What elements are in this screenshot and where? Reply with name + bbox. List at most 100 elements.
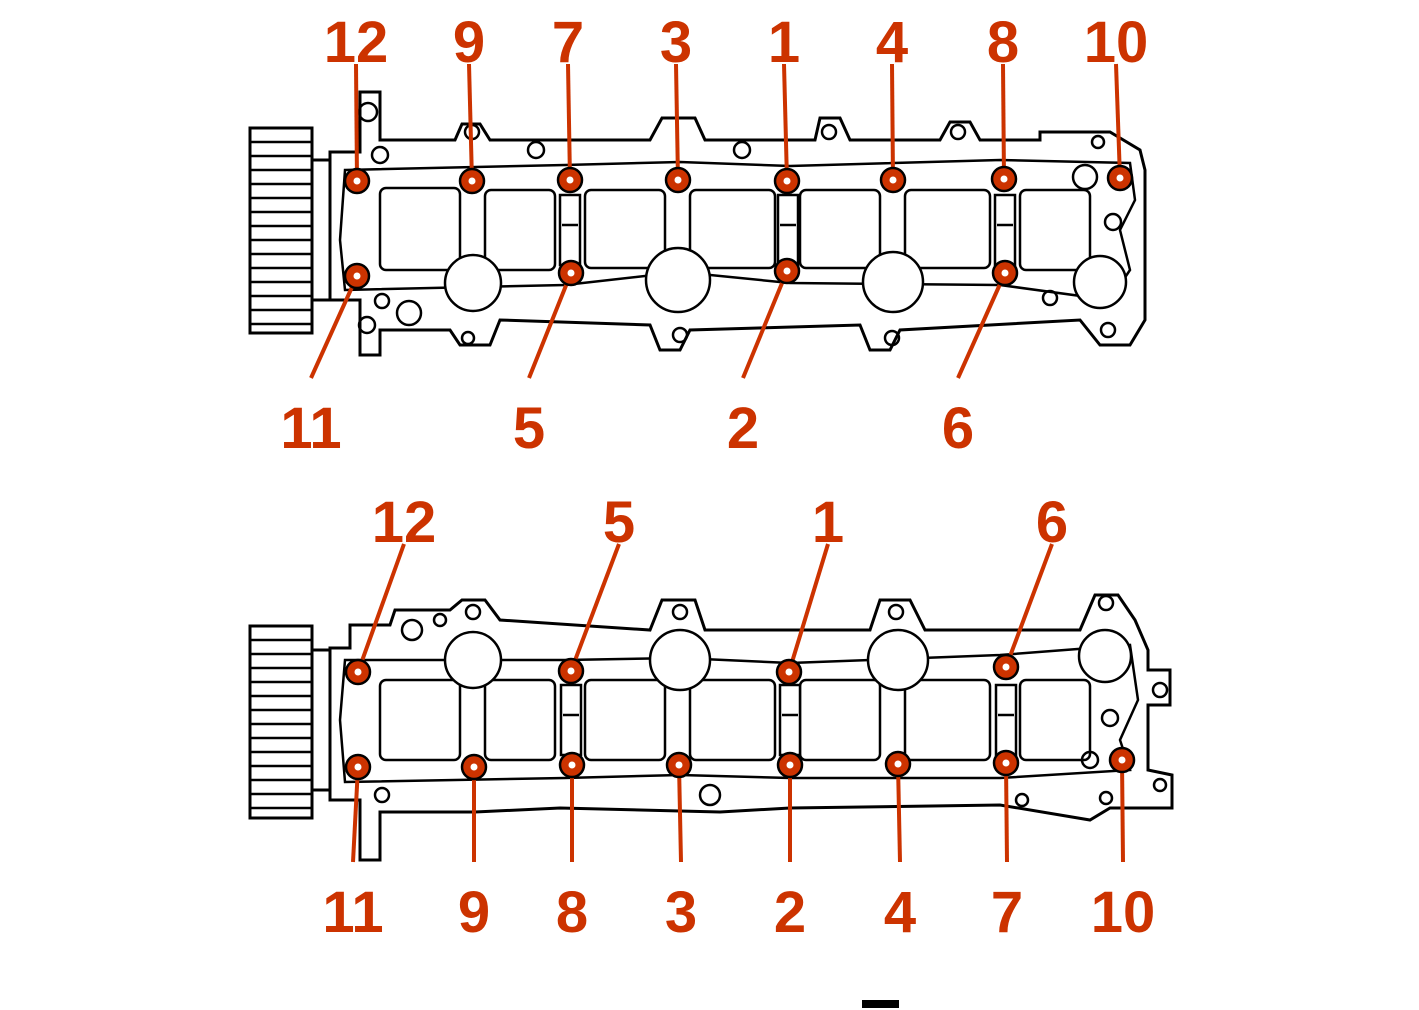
top-bolt-number-4: 4 (876, 10, 908, 75)
top-bolt-9-callout: 9 (453, 10, 486, 195)
bottom-bolt-center-3 (675, 761, 683, 769)
top-bolt-center-7 (566, 176, 574, 184)
bottom-bolt-number-5: 5 (603, 490, 635, 555)
top-bolt-center-9 (468, 177, 476, 185)
bottom-bolt-number-12: 12 (372, 490, 437, 555)
top-leader-line-11 (309, 275, 359, 379)
top-bolt-11-callout: 11 (280, 262, 371, 461)
top-cam-bores (443, 246, 1128, 314)
top-bearing-pillars (558, 193, 1017, 267)
bottom-bolt-number-6: 6 (1036, 490, 1068, 555)
top-leader-line-2 (741, 270, 789, 379)
bottom-bolt-number-7: 7 (991, 880, 1023, 945)
top-leader-line-12 (354, 63, 359, 182)
top-bolt-number-10: 10 (1084, 10, 1149, 75)
bottom-bolt-center-6 (1002, 663, 1010, 671)
top-leader-line-8 (1001, 63, 1006, 180)
bottom-camshaft-sprocket (248, 624, 332, 820)
top-leader-line-10 (1114, 63, 1122, 179)
top-bolt-center-11 (353, 272, 361, 280)
bottom-bearing-pillars (559, 683, 1018, 757)
bottom-bolt-2-callout: 2 (774, 751, 806, 945)
bottom-bolt-number-9: 9 (458, 880, 490, 945)
bottom-bolt-center-12 (354, 668, 362, 676)
bottom-bolt-number-8: 8 (556, 880, 588, 945)
bottom-bolt-9-callout: 9 (458, 753, 490, 945)
top-bolt-number-3: 3 (660, 10, 692, 75)
bottom-bolt-1-callout: 1 (775, 490, 844, 686)
top-camshaft-sprocket (248, 126, 332, 335)
bottom-bolt-center-7 (1002, 759, 1010, 767)
bottom-bolt-number-3: 3 (665, 880, 697, 945)
bottom-bolt-center-11 (354, 763, 362, 771)
top-bolt-7-callout: 7 (552, 10, 584, 194)
top-bolt-center-12 (353, 177, 361, 185)
bottom-bolt-7-callout: 7 (991, 749, 1023, 945)
bottom-leader-line-3 (677, 764, 683, 863)
bottom-leader-line-5 (569, 543, 621, 672)
bottom-leader-line-4 (896, 763, 902, 863)
bottom-bolt-center-2 (786, 761, 794, 769)
bottom-bolt-center-9 (470, 763, 478, 771)
top-bolt-number-6: 6 (942, 396, 974, 461)
bottom-bolt-5-callout: 5 (557, 490, 635, 685)
top-bolt-center-6 (1001, 269, 1009, 277)
bottom-bolt-12-callout: 12 (344, 490, 437, 686)
top-bolt-number-1: 1 (768, 10, 800, 75)
bottom-cylinder-head-view (248, 593, 1174, 862)
top-leader-line-6 (956, 272, 1007, 379)
bottom-bolt-number-2: 2 (774, 880, 806, 945)
top-bolt-12-callout: 12 (324, 10, 389, 195)
bottom-bolt-number-1: 1 (812, 490, 844, 555)
top-bolt-center-8 (1000, 175, 1008, 183)
bottom-bolt-number-10: 10 (1091, 880, 1156, 945)
top-bolt-3-callout: 3 (660, 10, 692, 194)
bottom-bolt-center-5 (567, 667, 575, 675)
top-bolt-number-8: 8 (987, 10, 1019, 75)
top-bolt-8-callout: 8 (987, 10, 1019, 193)
top-bolt-6-callout: 6 (942, 259, 1019, 461)
top-bolt-1-callout: 1 (768, 10, 801, 195)
bottom-leader-line-12 (356, 543, 406, 673)
top-bolt-center-3 (674, 176, 682, 184)
bottom-bolt-8-callout: 8 (556, 751, 588, 945)
bottom-bolt-3-callout: 3 (665, 751, 697, 945)
bottom-bolt-4-callout: 4 (884, 750, 916, 945)
bottom-bolt-center-8 (568, 761, 576, 769)
top-bolt-5-callout: 5 (513, 259, 585, 461)
top-chamber-windows (378, 186, 1092, 272)
bottom-bolt-11-callout: 11 (322, 753, 384, 945)
top-leader-line-3 (674, 63, 680, 181)
top-bolt-number-12: 12 (324, 10, 389, 75)
bottom-chamber-windows (378, 678, 1092, 762)
top-leader-line-9 (467, 63, 474, 182)
top-leader-line-1 (782, 63, 789, 182)
bottom-bolt-number-11: 11 (322, 880, 383, 945)
top-leader-line-4 (890, 63, 895, 181)
bottom-leader-line-6 (1004, 543, 1054, 668)
bottom-bolt-10-callout: 10 (1091, 746, 1156, 945)
bottom-bolt-center-4 (894, 760, 902, 768)
bottom-bolt-number-4: 4 (884, 880, 916, 945)
top-leader-line-5 (527, 272, 573, 379)
bottom-cam-bores (443, 628, 1133, 692)
top-bolt-number-9: 9 (453, 10, 485, 75)
top-bolt-callouts: 12 9 7 3 1 4 8 10 11 5 2 6 (280, 10, 1148, 461)
top-bolt-center-10 (1116, 174, 1124, 182)
bottom-bolt-center-1 (785, 668, 793, 676)
top-bolt-number-11: 11 (280, 396, 341, 461)
bottom-leader-line-7 (1004, 762, 1009, 863)
top-bolt-10-callout: 10 (1084, 10, 1149, 192)
top-bolt-number-2: 2 (727, 396, 759, 461)
bottom-bolt-callouts: 12 5 1 6 11 9 8 3 2 4 7 10 (322, 490, 1155, 945)
bottom-bolt-center-10 (1118, 756, 1126, 764)
top-bolt-center-4 (889, 176, 897, 184)
bottom-bolt-6-callout: 6 (992, 490, 1068, 681)
top-bolt-2-callout: 2 (727, 257, 801, 461)
top-cylinder-head-view (248, 90, 1147, 357)
top-bolt-center-2 (783, 267, 791, 275)
top-bolt-number-7: 7 (552, 10, 584, 75)
top-leader-line-7 (566, 63, 572, 181)
